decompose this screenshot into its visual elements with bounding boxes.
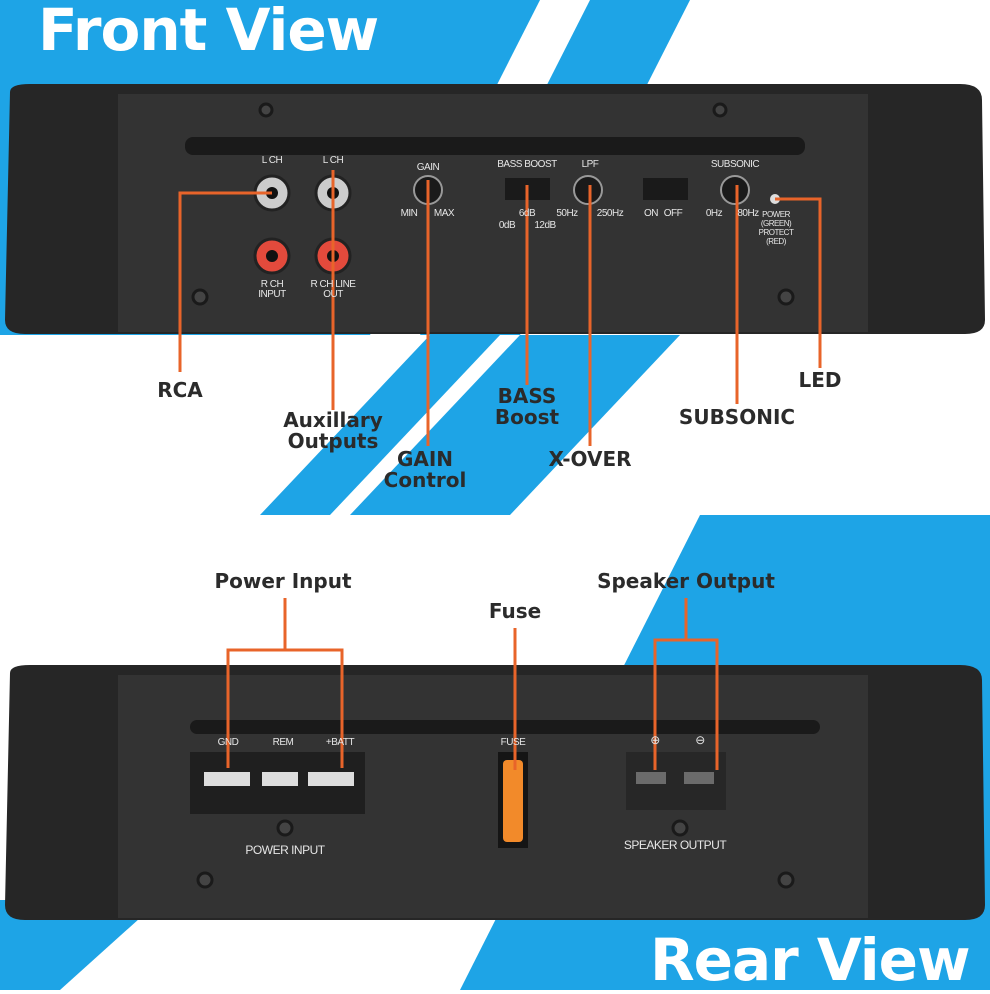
callout-lines (178, 170, 822, 770)
fuse-panel-label: FUSE (500, 737, 526, 748)
callout-speaker-output: Speaker Output (597, 569, 775, 593)
callout-gain: GAIN Control (383, 447, 467, 492)
rem-label: REM (272, 737, 294, 748)
subsonic-80hz: 80Hz (737, 208, 759, 219)
callout-aux: Auxillary Outputs (283, 408, 383, 453)
minus-terminal-label: ⊖ (695, 733, 705, 747)
gnd-label: GND (217, 737, 239, 748)
led-label: POWER (GREEN) PROTECT (RED) (758, 210, 794, 246)
callout-subsonic: SUBSONIC (678, 405, 796, 429)
front-view-title: Front View (38, 0, 379, 64)
lpf-off: OFF (663, 208, 683, 219)
bass-boost-0db: 0dB (498, 220, 516, 231)
gain-label: GAIN (416, 162, 440, 173)
callout-led: LED (798, 368, 842, 392)
speaker-output-panel-label: SPEAKER OUTPUT (623, 838, 727, 852)
lch-lineout-label: L CH (322, 155, 344, 166)
front-amplifier (5, 84, 985, 334)
rear-amplifier (5, 665, 985, 920)
subsonic-0hz: 0Hz (705, 208, 723, 219)
lpf-label: LPF (581, 159, 599, 170)
lpf-on: ON (644, 208, 659, 219)
power-input-panel-label: POWER INPUT (245, 843, 325, 857)
plus-terminal-label: ⊕ (650, 733, 660, 747)
lpf-50hz: 50Hz (556, 208, 578, 219)
bass-boost-label: BASS BOOST (497, 159, 557, 170)
callout-xover: X-OVER (548, 447, 632, 471)
rch-lineout-label: R CH LINE OUT (310, 279, 356, 300)
callout-rca: RCA (157, 378, 203, 402)
lch-input-label: L CH (261, 155, 283, 166)
rch-input-label: R CH INPUT (258, 279, 286, 300)
callout-bass: BASS Boost (494, 384, 560, 429)
callout-power-input: Power Input (214, 569, 352, 593)
bass-boost-12db: 12dB (534, 220, 556, 231)
batt-label: +BATT (325, 737, 355, 748)
lpf-250hz: 250Hz (596, 208, 624, 219)
gain-max-label: MAX (433, 208, 455, 219)
callout-fuse: Fuse (488, 599, 542, 623)
subsonic-panel-label: SUBSONIC (710, 159, 760, 170)
bass-boost-6db: 6dB (518, 208, 536, 219)
rear-view-title: Rear View (650, 926, 971, 994)
gain-min-label: MIN (400, 208, 418, 219)
